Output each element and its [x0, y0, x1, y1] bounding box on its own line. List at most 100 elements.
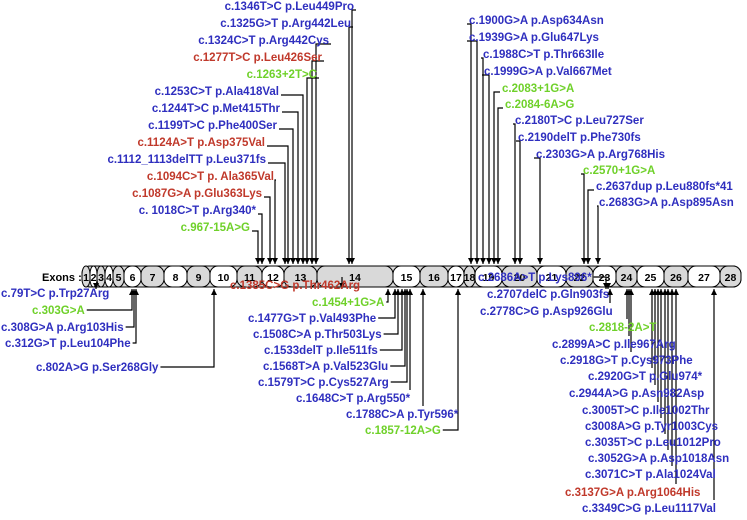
- mutation-label-below: c.2778C>G p.Asp926Glu: [480, 306, 613, 318]
- mutation-label-below: c.312G>T p.Leu104Phe: [5, 338, 131, 350]
- exon-number-7: 7: [150, 272, 156, 284]
- mutation-pointer: [383, 289, 401, 335]
- mutation-pointer: [512, 123, 518, 264]
- mutation-label-above: c.2084-6A>G: [505, 99, 574, 111]
- mutation-pointer: [309, 60, 324, 264]
- mutation-label-below: c.2818-2A>T: [589, 322, 656, 334]
- mutation-label-below: c.802A>G p.Ser268Gly: [36, 362, 159, 374]
- mutation-pointer: [304, 77, 319, 264]
- mutation-label-above: c.2190delT p.Phe730fs: [518, 132, 641, 144]
- mutation-label-above: c.1087G>A p.Glu363Lys: [132, 188, 262, 200]
- mutation-pointer: [585, 189, 594, 264]
- mutation-label-below: c.1579T>C p.Cys527Arg: [258, 377, 389, 389]
- mutation-pointer: [467, 40, 480, 264]
- exon-number-5: 5: [116, 272, 122, 284]
- mutation-pointer: [390, 289, 410, 383]
- exon-number-12: 12: [267, 272, 279, 284]
- mutation-label-above: c.1112_1113delTT p.Leu371fs: [107, 154, 266, 166]
- mutation-label-below: c.1857-12A>G: [365, 425, 441, 437]
- mutation-pointer: [313, 43, 331, 264]
- mutation-label-below: c.303G>A: [32, 305, 85, 317]
- mutation-label-below: c.3052G>A p.Asp1018Asn: [588, 453, 729, 465]
- mutation-label-below: c.79T>C p.Trp27Arg: [1, 288, 109, 300]
- exon-number-17: 17: [450, 272, 462, 284]
- mutation-label-above: c.1988C>T p.Thr663Ile: [483, 49, 604, 61]
- mutation-label-below: c.2918G>T p.Cys973Phe: [560, 355, 693, 367]
- mutation-label-above: c.2303G>A p.Arg768His: [536, 149, 665, 161]
- mutation-pointer: [346, 26, 353, 264]
- mutation-label-below: c.3137G>A p.Arg1064His: [565, 487, 700, 499]
- mutation-label-below: c.1533delT p.Ile511fs: [264, 345, 378, 357]
- exon-28: [719, 265, 742, 288]
- mutation-label-above: c.2637dup p.Leu880fs*41: [596, 181, 733, 193]
- exon-number-2: 2: [91, 272, 97, 284]
- exon-number-8: 8: [173, 272, 179, 284]
- mutation-pointer: [160, 289, 217, 368]
- exon-number-27: 27: [698, 272, 710, 284]
- mutation-pointer: [378, 289, 398, 319]
- mutation-pointer: [272, 179, 278, 264]
- mutation-label-below: c.2707delC p.Gln903fs: [487, 289, 609, 301]
- exon-number-9: 9: [196, 272, 202, 284]
- mutation-pointer: [390, 289, 408, 367]
- mutation-pointer: [281, 94, 306, 264]
- exon-number-11: 11: [244, 272, 255, 284]
- mutation-pointer: [442, 289, 461, 431]
- mutation-pointer: [282, 111, 301, 264]
- exon-number-15: 15: [401, 272, 413, 284]
- exon-number-4: 4: [106, 272, 112, 284]
- mutation-label-above: c.1346T>C p.Leu449Pro: [225, 1, 354, 13]
- mutation-label-above: c.2180T>C p.Leu727Ser: [515, 115, 644, 127]
- exon-number-24: 24: [621, 272, 633, 284]
- mutation-label-below: c.2686A>T p.Lys896*: [478, 272, 592, 284]
- exon-number-10: 10: [218, 272, 230, 284]
- mutation-label-below: c.3349C>G p.Leu1117Val: [582, 503, 716, 515]
- mutation-label-below: c.1385C>G p.Thr462Arg: [230, 280, 360, 292]
- mutation-pointers: [86, 9, 717, 500]
- mutation-pointer: [349, 9, 356, 264]
- mutation-pointer: [125, 289, 137, 328]
- mutation-pointer: [264, 196, 273, 264]
- mutation-label-above: c.1325G>T p.Arg442Leu: [220, 18, 351, 30]
- mutation-label-above: c.2683G>A p.Asp895Asn: [599, 197, 734, 209]
- mutation-label-above: c.2083+1G>A: [502, 83, 574, 95]
- exon-number-14: 14: [349, 272, 361, 284]
- mutation-label-above: c.1900G>A p.Asp634Asn: [469, 15, 604, 27]
- exon-number-18: 18: [464, 272, 476, 284]
- mutation-label-above: c.1277T>C p.Leu426Ser: [193, 52, 322, 64]
- mutation-label-below: c.2944A>G p.Asn982Asp: [569, 388, 704, 400]
- exon-number-26: 26: [670, 272, 682, 284]
- mutation-label-below: c3008A>G p.Tyr1003Cys: [585, 421, 718, 433]
- mutation-pointer: [258, 213, 265, 264]
- mutation-label-below: c.1508C>A p.Thr503Lys: [253, 329, 382, 341]
- mutation-label-below: c.308G>A p.Arg103His: [1, 322, 124, 334]
- mutation-pointer: [267, 145, 291, 264]
- exon-number-13: 13: [295, 272, 307, 284]
- mutation-pointer: [534, 157, 543, 264]
- mutation-label-above: c.1094C>T p. Ala365Val: [147, 171, 274, 183]
- exon-number-16: 16: [428, 272, 440, 284]
- exon-number-1: 1: [83, 272, 89, 284]
- exon-number-23: 23: [599, 272, 611, 284]
- mutation-label-above: c.1939G>A p.Glu647Lys: [469, 32, 599, 44]
- mutation-labels: c.1346T>C p.Leu449Pro c.1325G>T p.Arg442L…: [1, 1, 734, 515]
- exon-number-6: 6: [130, 272, 136, 284]
- mutation-label-below: c.3005T>C p.Ile1002Thr: [582, 405, 710, 417]
- mutation-pointer: [132, 289, 139, 344]
- exon-number-21: 21: [546, 272, 558, 284]
- exon-number-3: 3: [98, 272, 104, 284]
- mutation-pointer: [482, 74, 492, 264]
- exon-number-25: 25: [645, 272, 657, 284]
- exons-label: Exons :: [42, 272, 82, 284]
- mutation-label-above: c.1999G>A p.Val667Met: [484, 66, 612, 78]
- mutation-pointer: [595, 205, 601, 264]
- mutation-pointer: [480, 57, 486, 264]
- mutation-label-above: c.1244T>C p.Met415Thr: [152, 103, 281, 115]
- exon-number-22: 22: [574, 272, 586, 284]
- mutation-label-below: c.1454+1G>A: [312, 297, 384, 309]
- mutation-label-above: c.1324C>T p.Arg442Cys: [198, 35, 329, 47]
- mutation-label-below: c.3035T>C p.Leu1012Pro: [585, 437, 721, 449]
